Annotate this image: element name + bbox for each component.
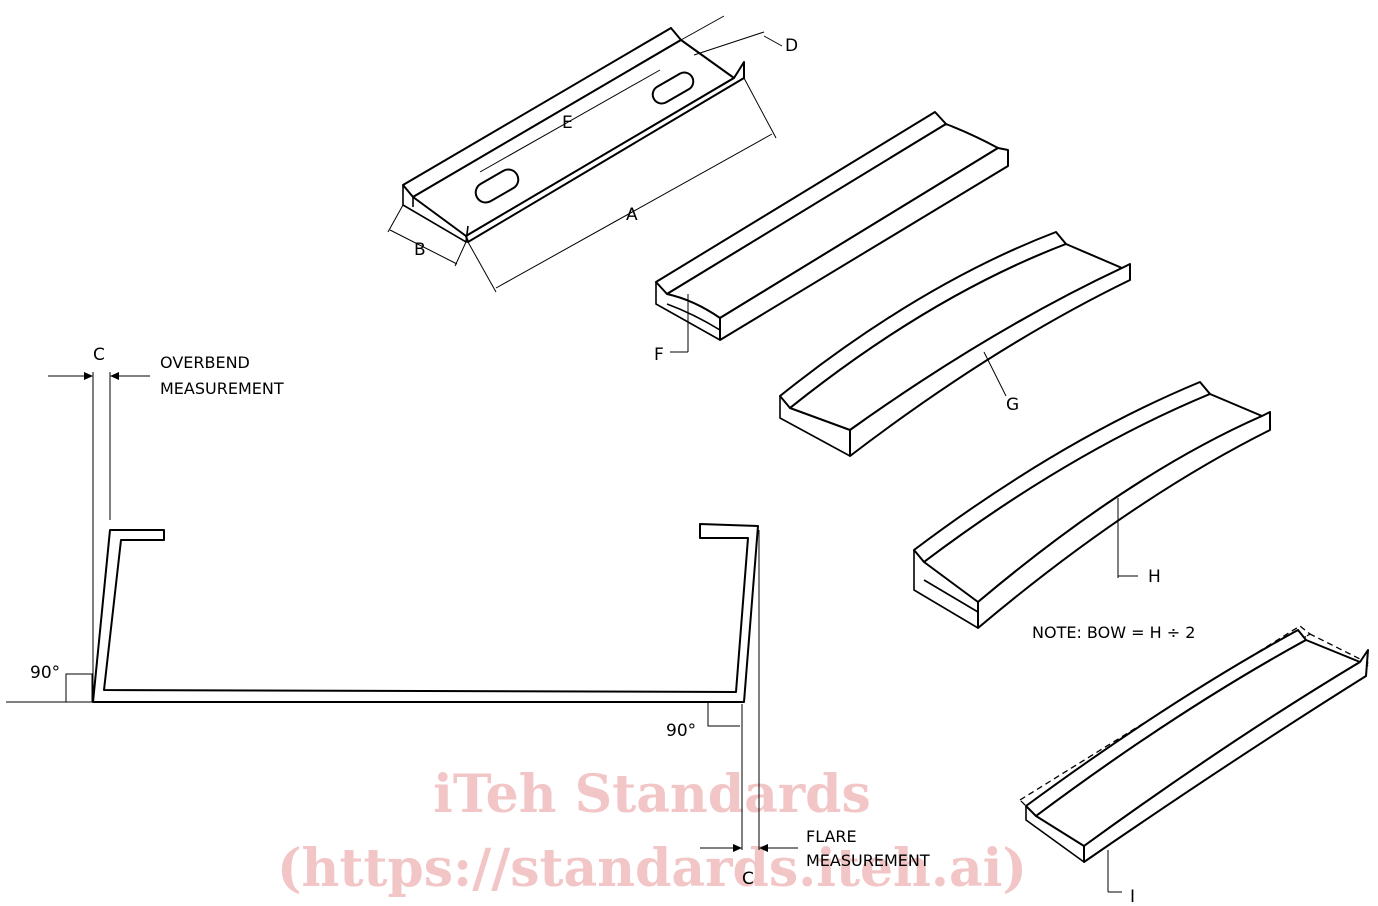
channel-twist: I: [1018, 625, 1372, 906]
watermark-line-2: (https://standards.iteh.ai): [277, 838, 1027, 899]
slot-2: [651, 71, 695, 105]
label-a: A: [626, 205, 638, 225]
channel4-front-flange: [977, 411, 1271, 629]
label-e: E: [562, 113, 573, 133]
label-f: F: [654, 345, 664, 365]
channel1-web: [412, 39, 735, 237]
channel4-web: [923, 393, 1263, 603]
right-right-angle-mark: [707, 702, 740, 727]
label-overbend-2: MEASUREMENT: [160, 379, 284, 398]
slot-1: [474, 168, 520, 204]
label-flare-1: FLARE: [806, 827, 857, 846]
channel3-web: [789, 243, 1123, 431]
channel-camber: G: [779, 231, 1131, 457]
channel1-end-profile: [402, 185, 469, 244]
label-i: I: [1130, 887, 1135, 906]
label-d: D: [785, 36, 798, 56]
watermark: iTeh Standards (https://standards.iteh.a…: [277, 764, 1027, 899]
note-bow: NOTE: BOW = H ÷ 2: [1032, 623, 1195, 642]
label-g: G: [1006, 395, 1019, 415]
label-b: B: [414, 240, 426, 260]
channel-profile: [92, 523, 759, 703]
channel5-web: [1035, 639, 1361, 847]
channel3-front-flange: [849, 263, 1131, 457]
label-flare-2: MEASUREMENT: [806, 851, 930, 870]
channel-slotted: A B E D: [387, 15, 798, 293]
channel5-front-flange: [1083, 649, 1369, 863]
label-angle-left: 90°: [30, 663, 60, 683]
label-overbend-1: OVERBEND: [160, 353, 250, 372]
watermark-line-1: iTeh Standards: [433, 764, 871, 825]
label-c-bottom: C: [742, 869, 754, 889]
label-h: H: [1148, 567, 1161, 587]
left-right-angle-mark: [65, 673, 93, 703]
channel-web-deflection: F: [654, 111, 1009, 365]
dimension-a-line: [495, 133, 773, 289]
dimension-b-line: [389, 229, 458, 265]
label-angle-right: 90°: [666, 721, 696, 741]
channel2-front-flange: [719, 147, 1009, 341]
channel-bow: H NOTE: BOW = H ÷ 2: [913, 381, 1271, 642]
label-c-top: C: [93, 345, 105, 365]
dimension-e-line: [479, 69, 661, 173]
cross-section: 90° C OVERBEND MEASUREMENT 90° C FLARE M…: [6, 345, 930, 889]
